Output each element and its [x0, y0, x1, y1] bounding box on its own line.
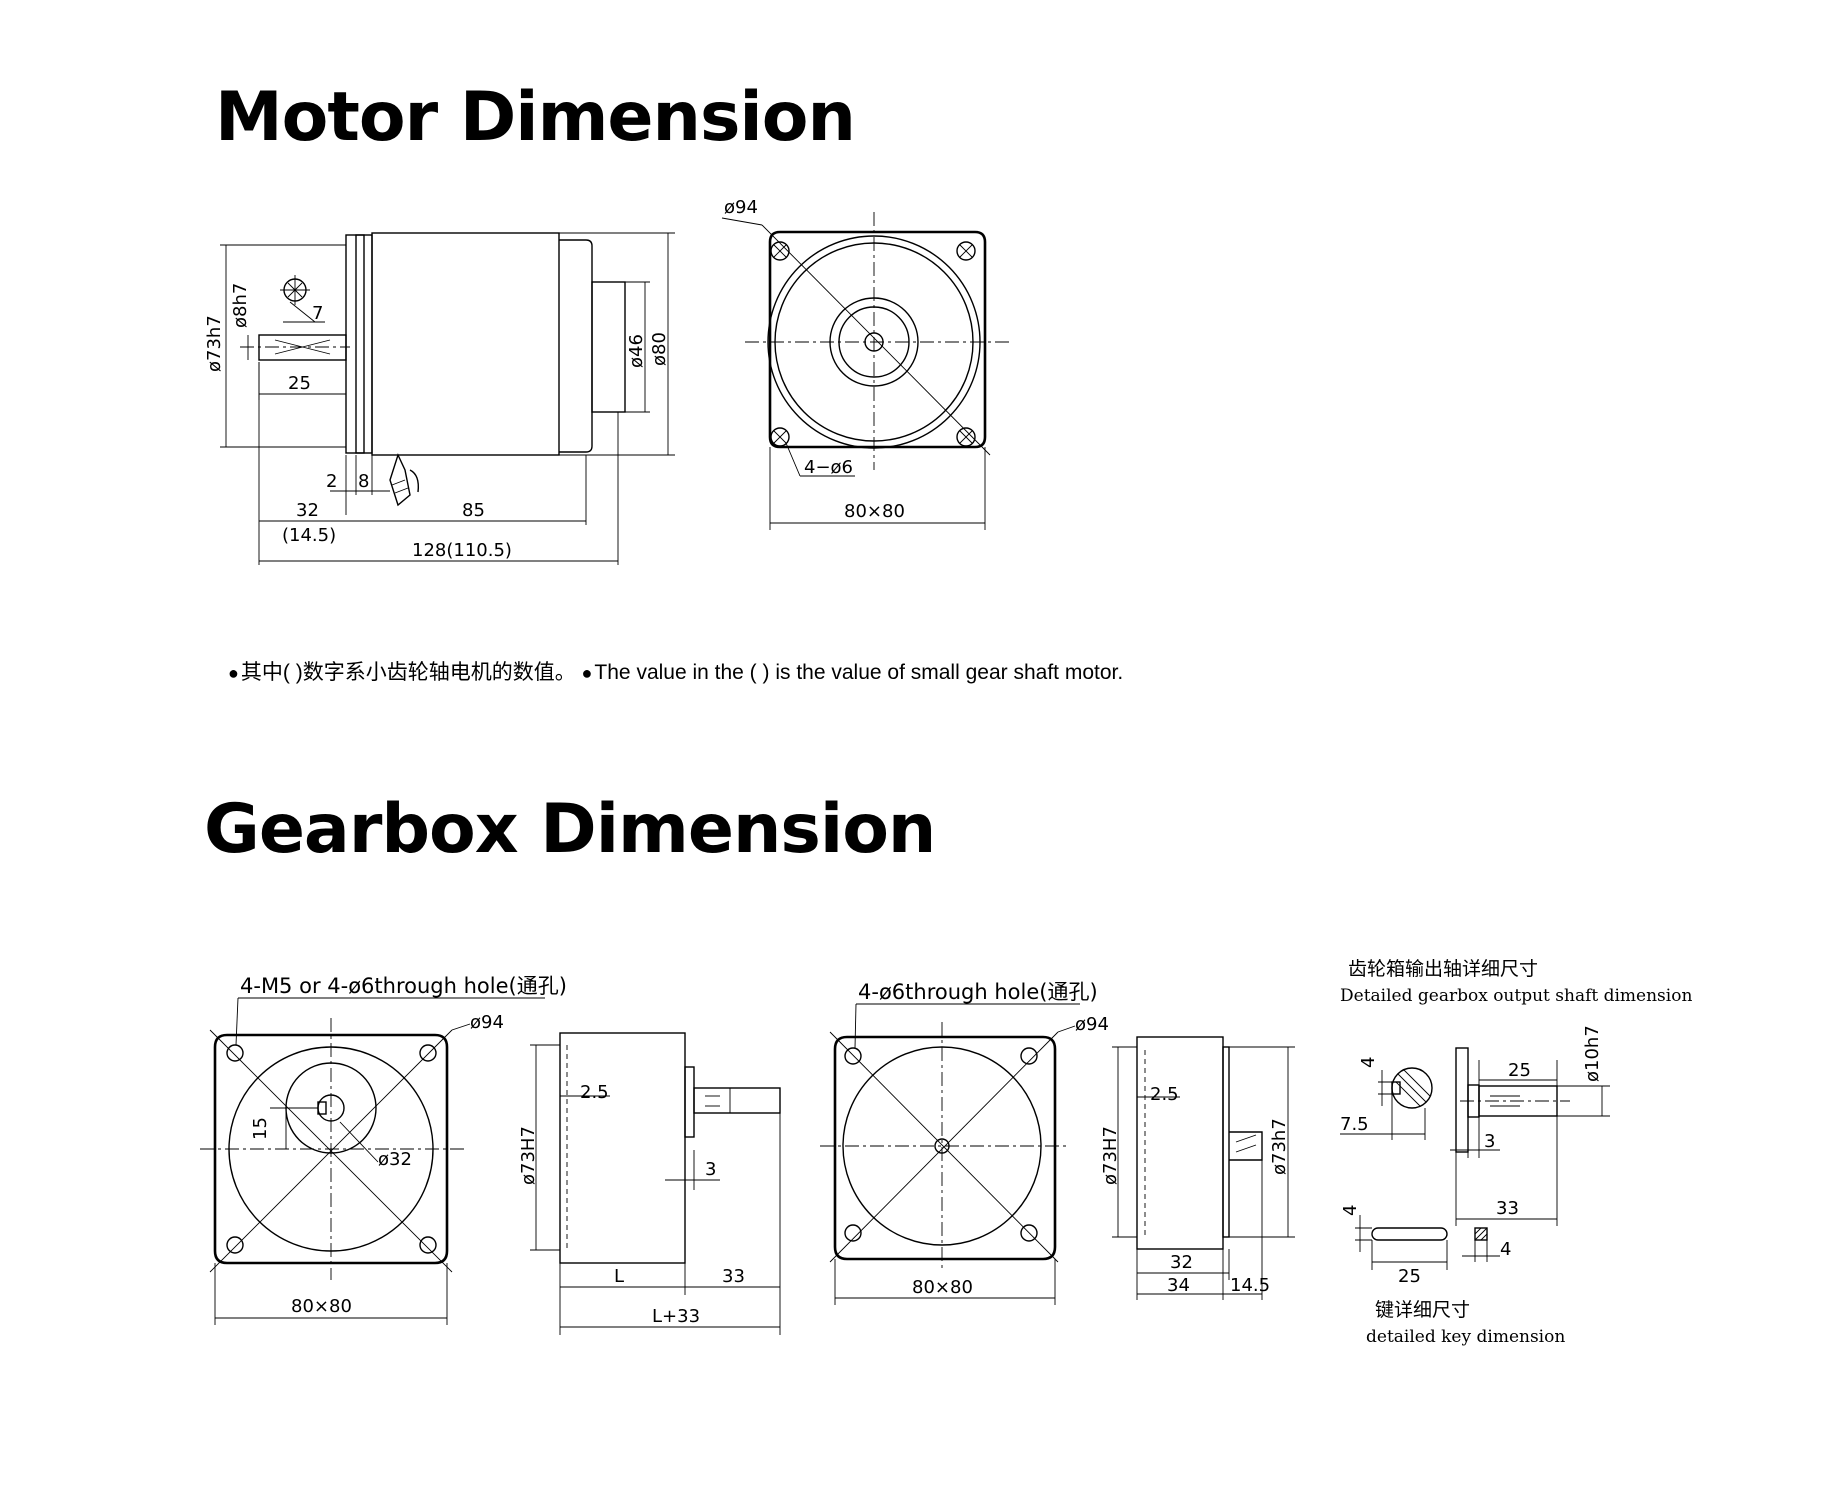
offset-label: 15: [250, 1117, 271, 1140]
key-height-label: 4: [1340, 1205, 1361, 1216]
bolt-circle-label: ø94: [470, 1012, 504, 1033]
bolt-circle-label: ø94: [724, 197, 758, 218]
flat-label: 7.5: [1340, 1114, 1369, 1135]
pilot-diameter-label: ø73H7: [518, 1126, 539, 1185]
key-width-label: 7: [312, 303, 323, 324]
shaft-detail-title-zh: 齿轮箱输出轴详细尺寸: [1348, 958, 1538, 980]
dim-85-label: 85: [462, 500, 485, 521]
dim-14-5-label: (14.5): [282, 525, 336, 546]
gearbox-side-view-2: ø73H7 2.5 3 L 33 L+33: [518, 1032, 781, 1335]
motor-dimension-title: Motor Dimension: [215, 78, 856, 157]
holes-label: 4−ø6: [804, 457, 853, 478]
gearbox-front-view-1: 4-M5 or 4-ø6through hole(通孔) ø94 15 ø32 …: [200, 974, 567, 1325]
shaft-length-label: 25: [1508, 1060, 1531, 1081]
gearbox-side-view-4: ø73H7 2.5 ø73h7 32 34 14.5: [1100, 1036, 1295, 1300]
bullet-icon: ●: [228, 663, 239, 683]
dim-L-plus-33-label: L+33: [652, 1306, 700, 1327]
dim-14-5-label: 14.5: [1230, 1275, 1270, 1296]
dim-2-5-label: 2.5: [1150, 1084, 1179, 1105]
footnote: ●其中( )数字系小齿轮轴电机的数值。 ●The value in the ( …: [228, 656, 1123, 686]
motor-front-view: ø94 4−ø6 80×80: [721, 197, 1012, 530]
size-label: 80×80: [844, 501, 905, 522]
shaft-diameter-label: ø8h7: [230, 283, 251, 328]
boss-diameter-label: ø32: [378, 1149, 412, 1170]
dim-total-label: 128(110.5): [412, 540, 512, 561]
height-label: ø80: [649, 332, 670, 366]
key-detail: 4 25 4 键详细尺寸 detailed key dimension: [1340, 1205, 1565, 1347]
key-length-label: 25: [1398, 1266, 1421, 1287]
dim-8-label: 8: [358, 471, 369, 492]
dim-2-label: 2: [326, 471, 337, 492]
dim-32-label: 32: [1170, 1252, 1193, 1273]
bolt-circle-label: ø94: [1075, 1014, 1109, 1035]
gearbox-front-view-3: 4-ø6through hole(通孔) ø94 80×80: [820, 980, 1109, 1305]
dim-33-label: 33: [722, 1266, 745, 1287]
size-label: 80×80: [912, 1277, 973, 1298]
shaft-length-label: 25: [288, 373, 311, 394]
dim-3-label: 3: [705, 1159, 716, 1180]
dim-3-label: 3: [1484, 1131, 1495, 1152]
key-detail-title-zh: 键详细尺寸: [1375, 1299, 1470, 1321]
dim-34-label: 34: [1167, 1275, 1190, 1296]
rear-diameter-label: ø46: [626, 334, 647, 368]
shaft-detail-title-en: Detailed gearbox output shaft dimension: [1340, 986, 1692, 1006]
key-detail-title-en: detailed key dimension: [1366, 1327, 1565, 1347]
mounting-hole-icon: [844, 1047, 1038, 1242]
holes-through-label: 4-M5 or 4-ø6through hole(通孔): [240, 974, 567, 998]
dim-32-label: 32: [296, 500, 319, 521]
mounting-hole-icon: [226, 1044, 437, 1254]
key-width-label: 4: [1358, 1057, 1379, 1068]
key-width-label: 4: [1500, 1239, 1511, 1260]
output-shaft-detail: 齿轮箱输出轴详细尺寸 Detailed gearbox output shaft…: [1340, 958, 1692, 1226]
gearbox-dimension-title: Gearbox Dimension: [204, 790, 936, 869]
note-en: The value in the ( ) is the value of sma…: [594, 661, 1124, 684]
bullet-icon: ●: [581, 663, 593, 683]
dim-33-label: 33: [1496, 1198, 1519, 1219]
dim-2-5-label: 2.5: [580, 1082, 609, 1103]
dim-L-label: L: [614, 1266, 624, 1287]
size-label: 80×80: [291, 1296, 352, 1317]
shaft-diameter-label: ø10h7: [1582, 1025, 1603, 1082]
mounting-hole-icon: [770, 241, 976, 447]
motor-side-view: 7 ø73h7 ø8h7 25 ø46 ø80 2 8: [204, 232, 675, 565]
pilot-diameter-label: ø73H7: [1100, 1126, 1121, 1185]
flange-diameter-label: ø73h7: [204, 315, 225, 372]
shaft-diameter-label: ø73h7: [1269, 1118, 1290, 1175]
holes-through-label: 4-ø6through hole(通孔): [858, 980, 1098, 1004]
note-zh: 其中( )数字系小齿轮轴电机的数值。: [240, 661, 576, 684]
